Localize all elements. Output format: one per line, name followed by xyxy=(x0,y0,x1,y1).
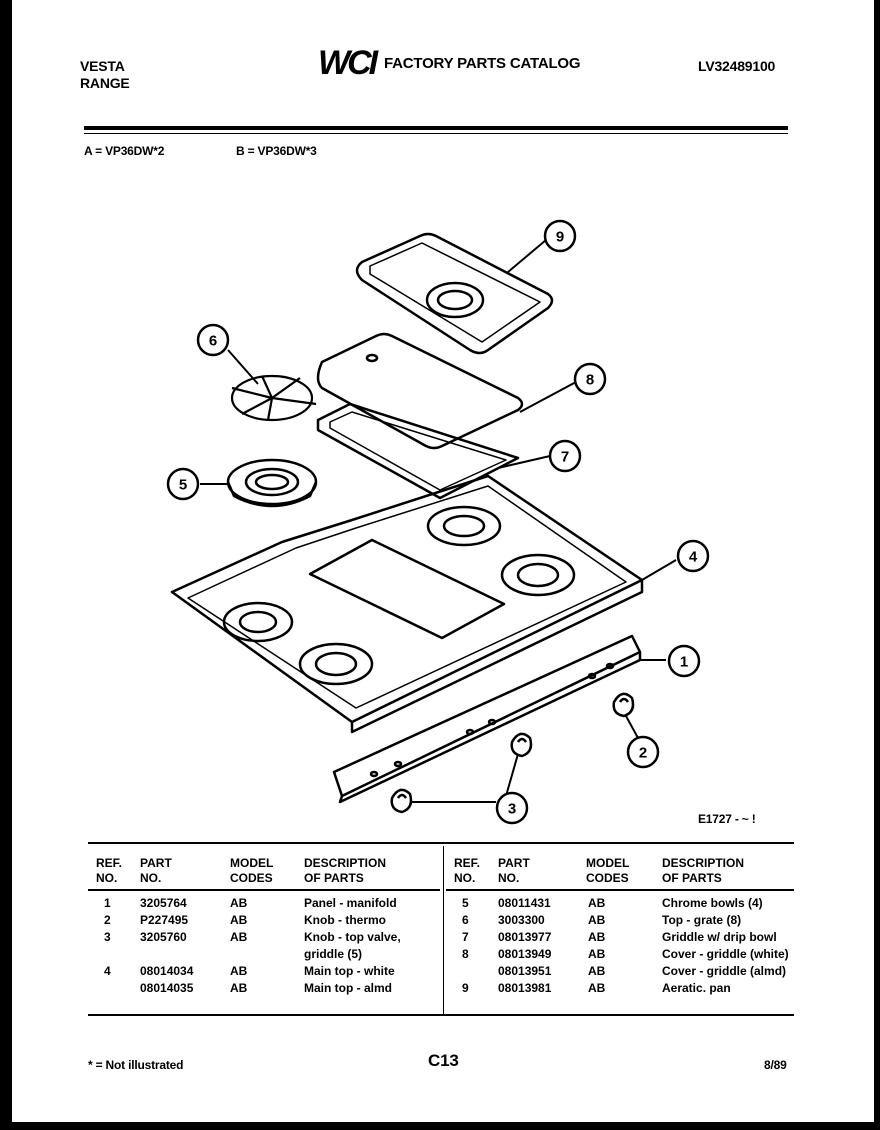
header-rule-thick xyxy=(84,126,788,130)
valve-knob-drawing-1 xyxy=(510,732,533,758)
callout-2-number: 2 xyxy=(639,745,647,762)
callout-3 xyxy=(495,791,529,825)
callout-8 xyxy=(573,362,607,396)
griddle-cover-drawing xyxy=(316,332,524,450)
table-header-rule-right xyxy=(446,889,794,891)
exploded-parts-diagram: 1 2 3 4 5 6 7 8 9 xyxy=(166,219,710,825)
callout-4 xyxy=(676,539,710,573)
callout-3-number: 3 xyxy=(508,801,516,818)
catalog-date: 8/89 xyxy=(764,1058,787,1072)
model-a-label: A = VP36DW*2 xyxy=(84,144,165,158)
callout-7 xyxy=(548,439,582,473)
aeration-pan-drawing xyxy=(355,232,554,355)
page-border-bottom xyxy=(0,1122,880,1130)
callout-5 xyxy=(166,467,200,501)
product-type: RANGE xyxy=(80,75,130,91)
callout-6 xyxy=(196,323,230,357)
table-bottom-rule xyxy=(88,1014,794,1016)
grate-drawing xyxy=(230,374,317,422)
callout-7-number: 7 xyxy=(561,449,569,466)
callout-5-number: 5 xyxy=(179,477,187,494)
manifold-panel-drawing xyxy=(332,634,642,804)
table-header-rule-left xyxy=(88,889,440,891)
callout-8-number: 8 xyxy=(586,372,594,389)
brand-block: VESTA RANGE xyxy=(80,58,130,92)
chrome-bowl-drawing xyxy=(226,458,318,508)
drawing-code: E1727 - ~ ! xyxy=(698,812,756,826)
table-center-divider xyxy=(443,846,444,1016)
model-b-label: B = VP36DW*3 xyxy=(236,144,317,158)
header-ref-no-right: REF.NO. xyxy=(454,856,481,885)
header-ref-no-left: REF.NO. xyxy=(96,856,123,885)
callout-1 xyxy=(667,644,701,678)
callout-4-number: 4 xyxy=(689,549,698,566)
thermo-knob-drawing xyxy=(612,692,635,718)
not-illustrated-note: * = Not illustrated xyxy=(88,1058,184,1072)
catalog-title: FACTORY PARTS CATALOG xyxy=(384,55,581,72)
callout-9 xyxy=(543,219,577,253)
page-border-right xyxy=(874,0,880,1130)
valve-knob-drawing-2 xyxy=(390,788,413,814)
main-top-drawing xyxy=(170,474,644,734)
page-border-left xyxy=(0,0,12,1130)
callout-9-number: 9 xyxy=(556,229,564,246)
callout-6-number: 6 xyxy=(209,333,217,350)
wci-logo: WCI xyxy=(318,44,378,82)
catalog-code: LV32489100 xyxy=(698,58,776,74)
table-top-rule xyxy=(88,842,794,844)
callout-1-number: 1 xyxy=(680,654,688,671)
page-number: C13 xyxy=(428,1051,459,1070)
brand-name: VESTA xyxy=(80,58,125,74)
callout-2 xyxy=(626,735,660,769)
header-rule-thin xyxy=(84,133,788,134)
